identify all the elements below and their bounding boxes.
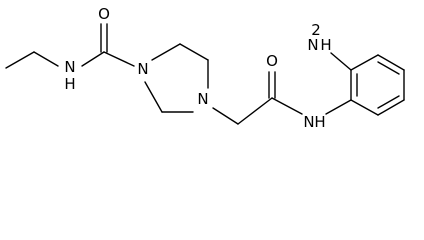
bond-ring-2 xyxy=(179,43,209,61)
bond-benzene-5 xyxy=(377,99,405,116)
bond-ethyl-cc xyxy=(5,51,35,69)
bond-ethyl-cn xyxy=(33,51,59,67)
bond-ring-1 xyxy=(151,43,181,61)
bond-benzene-3 xyxy=(377,54,405,71)
atom-carbonyl-oxygen-right: O xyxy=(266,52,278,70)
atom-amine-hydrogen: H xyxy=(320,36,331,54)
bond-benzene-6 xyxy=(350,99,379,116)
atom-amide-hydrogen-right: H xyxy=(314,113,325,131)
atom-amine-nitrogen: N xyxy=(307,36,318,54)
bond-carbonyl-n-ring xyxy=(103,51,135,67)
bond-aryl-nh2 xyxy=(330,52,352,71)
bond-lines xyxy=(5,23,405,125)
atom-amide-nitrogen-right: N xyxy=(303,113,314,131)
atom-carbonyl-oxygen-left: O xyxy=(98,5,110,23)
bond-ring-5 xyxy=(144,81,163,113)
chemical-structure-diagram: O N H N N O N H N H 2 xyxy=(5,5,405,131)
bond-nh-aryl xyxy=(325,99,352,115)
atom-labels: O N H N N O N H N H 2 xyxy=(64,5,331,131)
bond-benzene-5-inner xyxy=(377,95,400,109)
bond-nh-carbonyl xyxy=(81,51,105,67)
bond-ch2-carbonyl xyxy=(237,97,273,125)
bond-benzene-3-inner xyxy=(377,61,400,75)
bond-n-ch2 xyxy=(212,107,239,125)
bond-carbonyl-nh-right xyxy=(271,97,303,115)
bond-benzene-2 xyxy=(350,54,379,71)
atom-amide-nitrogen-left: N xyxy=(64,58,75,76)
atom-amide-hydrogen-left: H xyxy=(64,75,75,93)
atom-amine-subscript: 2 xyxy=(311,21,321,39)
atom-piperazine-nitrogen-top: N xyxy=(137,60,148,78)
atom-piperazine-nitrogen-bottom: N xyxy=(197,90,208,108)
